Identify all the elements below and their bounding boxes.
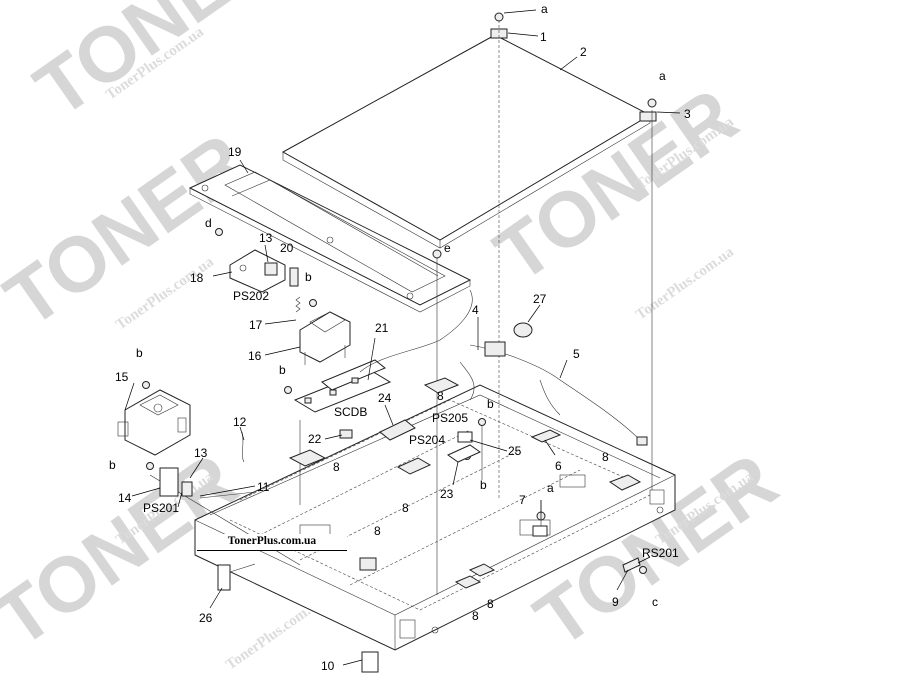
callout-e: e [444, 241, 451, 255]
callout-10: 10 [321, 659, 335, 673]
callout-13: 13 [259, 231, 273, 245]
bracket-15 [117, 389, 191, 456]
callout-scdb: SCDB [334, 405, 367, 419]
callout-26: 26 [199, 611, 213, 625]
callout-b: b [480, 478, 487, 492]
scdb-board [293, 359, 392, 413]
callout-8: 8 [374, 524, 381, 538]
plates-8 [288, 377, 642, 589]
callout-8: 8 [437, 389, 444, 403]
callout-27: 27 [533, 292, 547, 306]
sensor-bracket-14 [159, 467, 193, 497]
callout-11: 11 [257, 480, 270, 494]
glass-bracket-3 [639, 111, 657, 122]
sensor-24 [379, 419, 416, 441]
part-7 [532, 525, 548, 537]
bracket-16 [299, 311, 351, 365]
callout-23: 23 [440, 487, 454, 501]
callout-b: b [305, 270, 312, 284]
callout-12: 12 [233, 415, 247, 429]
watermark-site: TonerPlus.com.ua [633, 244, 737, 324]
part-6 [530, 429, 562, 443]
callout-8: 8 [333, 460, 340, 474]
callout-ps204: PS204 [409, 433, 445, 447]
callout-8: 8 [402, 501, 409, 515]
screws [142, 12, 657, 574]
callout-15: 15 [115, 370, 129, 384]
spring-17 [295, 296, 301, 313]
leader-lines [124, 9, 681, 666]
glass-mount-frame [188, 164, 472, 313]
callout-a: a [547, 481, 554, 495]
callout-8: 8 [487, 597, 494, 611]
callout-b: b [109, 458, 116, 472]
callout-25: 25 [508, 444, 522, 458]
callout-9: 9 [612, 595, 619, 609]
callout-14: 14 [118, 491, 132, 505]
callout-labels: a 1 2 a 3 19 d 13 20 18 PS202 b e 17 16 … [109, 2, 691, 673]
callout-rs201: RS201 [642, 546, 679, 560]
part-25 [457, 431, 473, 443]
part-22 [339, 429, 353, 439]
callout-2: 2 [580, 45, 587, 59]
callout-d: d [205, 216, 212, 230]
callout-20: 20 [280, 241, 294, 255]
callout-8: 8 [472, 609, 479, 623]
site-caption: TonerPlus.com.ua [197, 534, 347, 551]
callout-17: 17 [249, 318, 263, 332]
callout-5: 5 [573, 347, 580, 361]
part-9 [622, 557, 641, 573]
callout-8: 8 [602, 450, 609, 464]
callout-1: 1 [540, 30, 547, 44]
part-11 [199, 491, 256, 499]
part-23 [446, 444, 482, 463]
part-10 [361, 651, 379, 673]
callout-24: 24 [378, 391, 392, 405]
callout-13: 13 [194, 446, 208, 460]
callout-b: b [279, 363, 286, 377]
callout-22: 22 [308, 432, 322, 446]
callout-3: 3 [684, 107, 691, 121]
callout-19: 19 [228, 145, 242, 159]
callout-b: b [487, 397, 494, 411]
sensor-bracket-18 [229, 249, 299, 293]
callout-ps205: PS205 [432, 411, 468, 425]
callout-c: c [652, 595, 658, 609]
part-26 [217, 564, 231, 591]
callout-18: 18 [190, 271, 204, 285]
wire-harness [359, 289, 648, 446]
callout-a: a [541, 2, 548, 16]
callout-ps202: PS202 [233, 289, 269, 303]
callout-a: a [659, 69, 666, 83]
callout-ps201: PS201 [143, 501, 179, 515]
part-26-arm [229, 563, 256, 573]
callout-4: 4 [472, 303, 479, 317]
base-frame [194, 384, 676, 651]
callout-b: b [136, 346, 143, 360]
callout-6: 6 [555, 459, 562, 473]
callout-21: 21 [375, 321, 389, 335]
callout-16: 16 [248, 349, 262, 363]
callout-7: 7 [519, 493, 526, 507]
